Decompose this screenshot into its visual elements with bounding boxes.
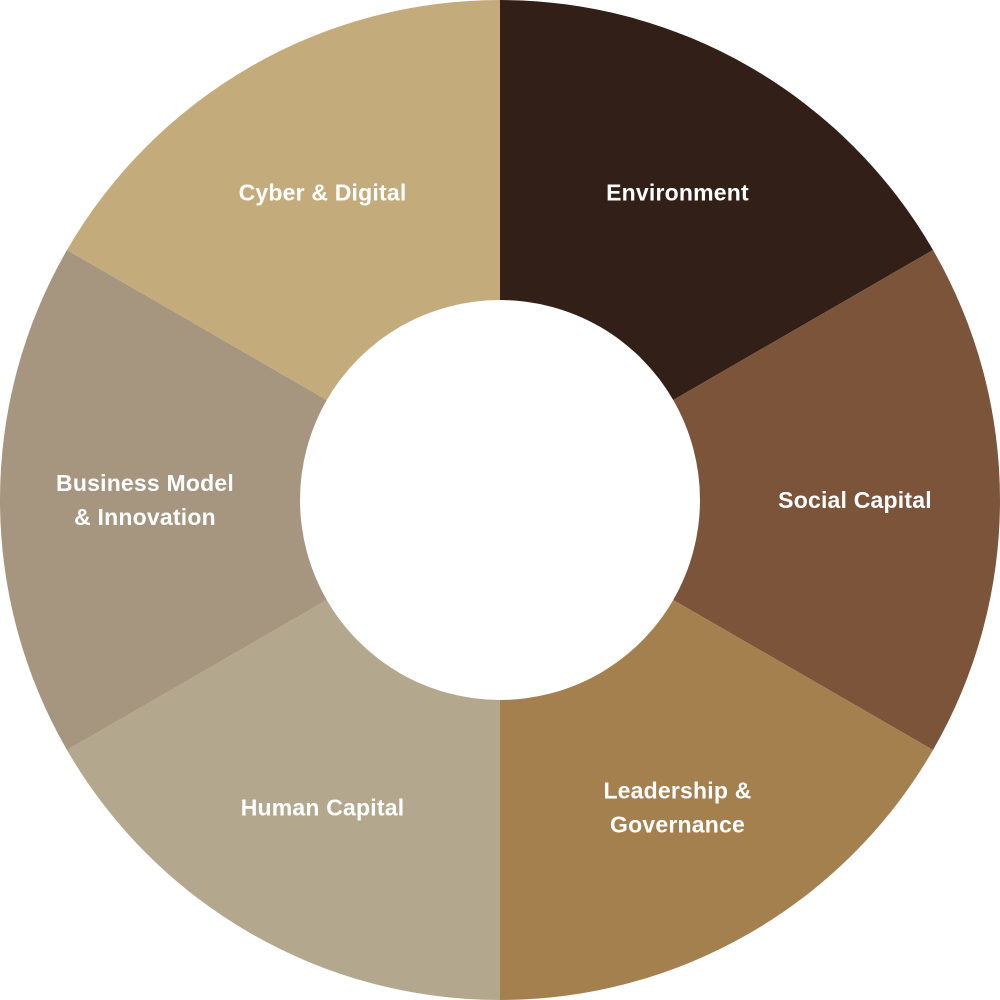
segment-label-line: Human Capital (241, 794, 405, 820)
segment-label-cyber-digital: Cyber & Digital (239, 180, 407, 206)
segment-label-leadership-governance: Leadership & Governance (603, 777, 751, 837)
segment-label-line: Leadership & (603, 777, 751, 803)
segment-label-line: Cyber & Digital (239, 180, 407, 206)
segment-environment (500, 0, 934, 400)
segment-label-line: Social Capital (778, 487, 932, 513)
segment-label-line: & Innovation (74, 504, 216, 530)
segment-label-business-model-innovation: Business Model & Innovation (56, 470, 234, 530)
segment-social-capital (673, 250, 1000, 750)
segment-label-human-capital: Human Capital (241, 794, 405, 820)
segment-cyber-digital (66, 0, 500, 400)
segment-label-line: Business Model (56, 470, 234, 496)
segment-label-social-capital: Social Capital (778, 487, 932, 513)
segment-label-environment: Environment (606, 180, 749, 206)
segment-leadership-governance (500, 600, 934, 1000)
segment-label-line: Environment (606, 180, 749, 206)
segment-business-model-innovation (0, 250, 327, 750)
segment-label-line: Governance (610, 811, 745, 837)
segment-human-capital (66, 600, 500, 1000)
